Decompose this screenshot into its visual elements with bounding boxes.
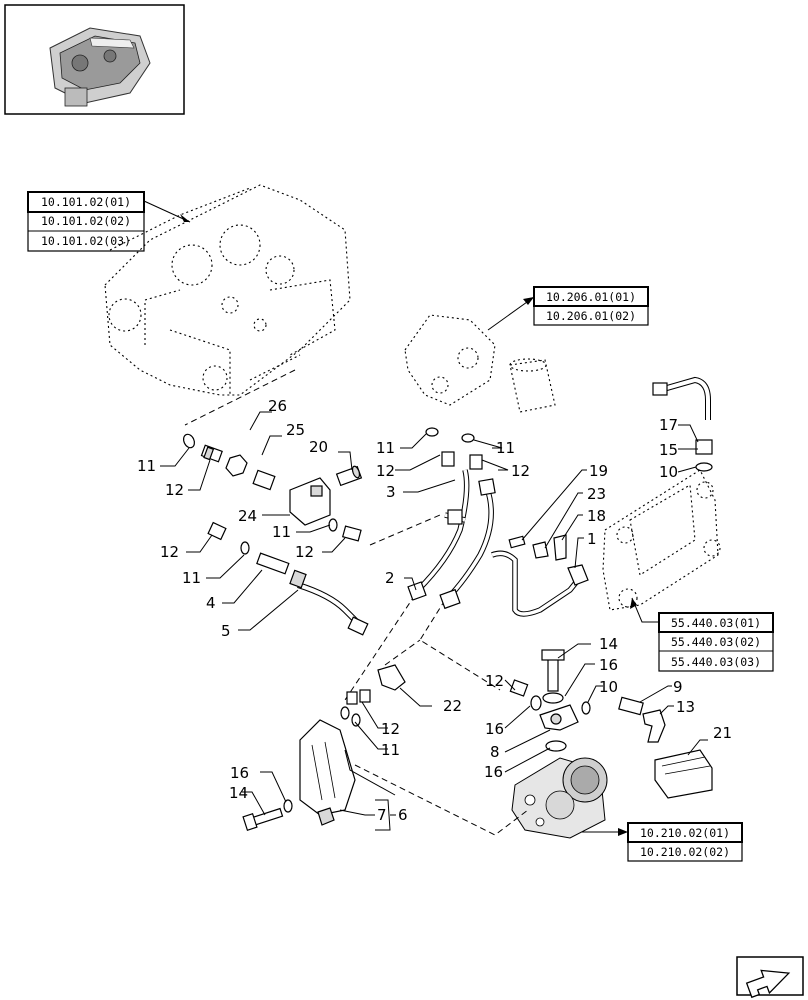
callout-9: 9 bbox=[673, 678, 683, 696]
callout-12-d: 12 bbox=[376, 462, 395, 480]
callout-12-g: 12 bbox=[381, 720, 400, 738]
callout-22: 22 bbox=[443, 697, 462, 715]
callout-11-b: 11 bbox=[272, 523, 291, 541]
ref-box-cooler[interactable]: 55.440.03(01) 55.440.03(02) 55.440.03(03… bbox=[658, 612, 774, 672]
pump-assembly bbox=[511, 757, 608, 839]
callout-26: 26 bbox=[268, 397, 287, 415]
callout-12-b: 12 bbox=[295, 543, 314, 561]
callout-12-a: 12 bbox=[165, 481, 184, 499]
ref-box-pump[interactable]: 10.210.02(01) 10.210.02(02) bbox=[627, 822, 743, 862]
callout-3: 3 bbox=[386, 483, 396, 501]
callout-11-c: 11 bbox=[182, 569, 201, 587]
callout-12-c: 12 bbox=[160, 543, 179, 561]
callout-16-d: 16 bbox=[230, 764, 249, 782]
callout-13: 13 bbox=[676, 698, 695, 716]
callout-2: 2 bbox=[385, 569, 395, 587]
callout-14-b: 14 bbox=[229, 784, 248, 802]
callout-10-a: 10 bbox=[659, 463, 678, 481]
callout-12-f: 12 bbox=[485, 672, 504, 690]
ref-block-2: 10.101.02(02) bbox=[41, 214, 131, 228]
ref-pump-2: 10.210.02(02) bbox=[640, 845, 730, 859]
fittings bbox=[182, 382, 713, 831]
leader-lines bbox=[160, 411, 708, 831]
callout-4: 4 bbox=[206, 594, 216, 612]
callout-11-e: 11 bbox=[496, 439, 515, 457]
ref-box-filter[interactable]: 10.206.01(01) 10.206.01(02) bbox=[533, 286, 649, 326]
oil-filter-outline bbox=[404, 314, 556, 413]
callout-labels: 26 25 20 11 12 24 11 12 12 11 4 5 11 12 … bbox=[137, 397, 732, 824]
next-page-arrow-icon[interactable] bbox=[736, 956, 804, 999]
ref-cooler-2: 55.440.03(02) bbox=[671, 635, 761, 649]
routing-lines bbox=[184, 369, 529, 836]
engine-block-outline bbox=[104, 184, 351, 396]
callout-23: 23 bbox=[587, 485, 606, 503]
callout-19: 19 bbox=[589, 462, 608, 480]
pipe-assembly bbox=[297, 376, 711, 628]
callout-10-b: 10 bbox=[599, 678, 618, 696]
ref-pump-1: 10.210.02(01) bbox=[640, 826, 730, 840]
callout-16-a: 16 bbox=[599, 656, 618, 674]
callout-14-a: 14 bbox=[599, 635, 618, 653]
callout-24: 24 bbox=[238, 507, 257, 525]
callout-21: 21 bbox=[713, 724, 732, 742]
callout-11-d: 11 bbox=[376, 439, 395, 457]
callout-18: 18 bbox=[587, 507, 606, 525]
callout-15: 15 bbox=[659, 441, 678, 459]
callout-11-a: 11 bbox=[137, 457, 156, 475]
callout-16-c: 16 bbox=[484, 763, 503, 781]
callout-8: 8 bbox=[490, 743, 500, 761]
ref-cooler-1: 55.440.03(01) bbox=[671, 616, 761, 630]
callout-7: 7 bbox=[377, 806, 387, 824]
callout-17: 17 bbox=[659, 416, 678, 434]
ref-box-block[interactable]: 10.101.02(01) 10.101.02(02) 10.101.02(03… bbox=[27, 191, 145, 252]
callout-6: 6 bbox=[398, 806, 408, 824]
callout-16-b: 16 bbox=[485, 720, 504, 738]
callout-20: 20 bbox=[309, 438, 328, 456]
callout-25: 25 bbox=[286, 421, 305, 439]
ref-block-3: 10.101.02(03) bbox=[41, 234, 131, 248]
callout-5: 5 bbox=[221, 622, 231, 640]
ref-cooler-3: 55.440.03(03) bbox=[671, 655, 761, 669]
ref-filter-1: 10.206.01(01) bbox=[546, 290, 636, 304]
ref-filter-2: 10.206.01(02) bbox=[546, 309, 636, 323]
engine-thumbnail bbox=[4, 4, 185, 115]
callout-11-f: 11 bbox=[381, 741, 400, 759]
callout-1: 1 bbox=[587, 530, 597, 548]
ref-block-1: 10.101.02(01) bbox=[41, 195, 131, 209]
callout-12-e: 12 bbox=[511, 462, 530, 480]
oil-cooler-outline bbox=[602, 469, 721, 611]
